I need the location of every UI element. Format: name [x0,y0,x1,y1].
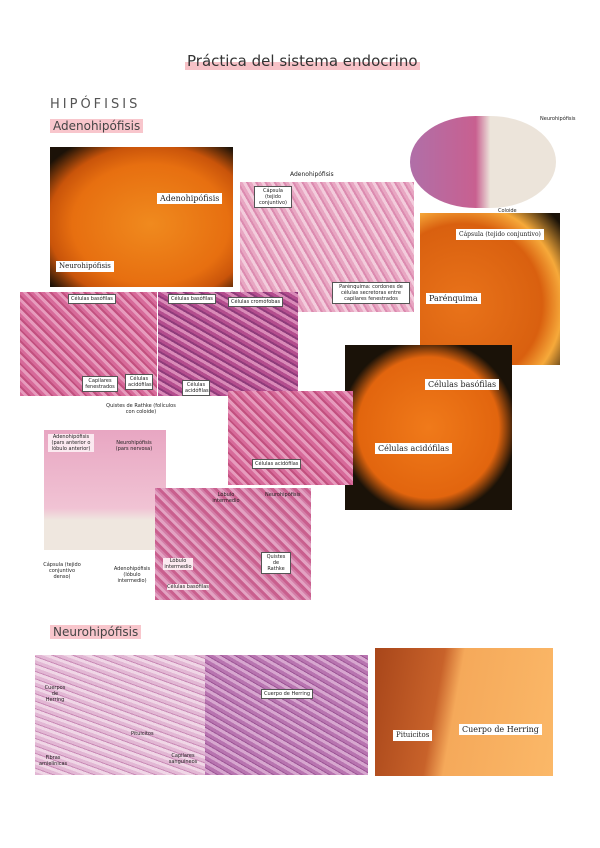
label: Quistes de Rathke (folículos con coloide… [106,403,176,415]
micrograph-neuro-orange: Pituicitos Cuerpo de Herring [375,648,553,776]
label: Cuerpos de Herring [44,685,66,703]
label: Pituicitos [393,730,433,741]
label: Capilares fenestrados [82,376,118,392]
label: Adenohipófisis (pars anterior o lóbulo a… [48,434,94,452]
micrograph-adenohipofisis: Cápsula (tejido conjuntivo) Parénquima: … [240,182,414,312]
label: Células acidófilas [182,380,210,396]
micrograph-neuro-1: Cuerpos de Herring Pituicitos Fibras ami… [35,655,205,775]
micrograph-rathke: Adenohipófisis (pars anterior o lóbulo a… [44,430,166,550]
label: Neurohipófisis [265,492,301,498]
label: Parénquima: cordones de células secretor… [332,282,410,304]
label: Neurohipófisis [56,261,114,272]
label: Adenohipófisis (lóbulo intermedio) [113,566,151,584]
label: Células acidófilas [252,459,302,469]
label: Capilares sanguíneos [168,753,198,765]
page-title: Práctica del sistema endocrino [185,52,420,70]
micrograph-cells-orange: Células basófilas Células acidófilas [345,345,512,510]
micrograph-adeno-cells-1: Células basófilas Capilares fenestrados … [20,292,157,396]
label: Quistes de Rathke [261,552,291,574]
label: Cápsula (tejido conjuntivo denso) [43,562,81,580]
micrograph-acidofilas: Células acidófilas [228,391,353,485]
label: Células acidófilas [125,374,153,390]
label: Cuerpo de Herring [261,689,314,699]
label: Células basófilas [168,294,216,304]
label: Neurohipófisis [540,116,576,122]
diagram-hipofisis-section [410,116,556,208]
micrograph-capsula-orange: Cápsula (tejido conjuntivo) Parénquima [420,213,560,365]
micrograph-hipofisis-orange: Adenohipófisis Neurohipófisis [50,147,233,287]
label: Lóbulo intermedio [212,492,240,504]
label: Coloide [498,208,517,214]
subheading-neurohipofisis: Neurohipófisis [50,625,142,639]
label: Adenohipófisis [157,193,223,204]
label: Células acidófilas [375,443,453,454]
label: Células cromófobas [228,297,284,307]
label: Pituicitos [131,731,154,737]
label: Neurohipófisis (pars nervosa) [115,440,153,452]
label: Cuerpo de Herring [459,724,542,735]
micrograph-lobulo-intermedio: Lóbulo intermedio Neurohipófisis Quistes… [155,488,311,600]
label: Cápsula (tejido conjuntivo) [456,229,544,240]
subheading-adenohipofisis: Adenohipófisis [50,119,144,133]
label: Células basófilas [68,294,116,304]
section-heading: HIPÓFISIS [50,97,141,112]
label: Fibras amielínicas [39,755,68,767]
label: Cápsula (tejido conjuntivo) [254,186,292,208]
label: Células basófilas [167,584,209,590]
figure-title: Adenohipófisis [290,171,334,178]
micrograph-neuro-2: Cuerpo de Herring [205,655,368,775]
label: Células basófilas [425,379,500,390]
micrograph-adeno-cells-2: Células basófilas Células cromófobas Cél… [158,292,298,396]
label: Parénquima [426,293,481,304]
label: Lóbulo intermedio [163,558,193,570]
